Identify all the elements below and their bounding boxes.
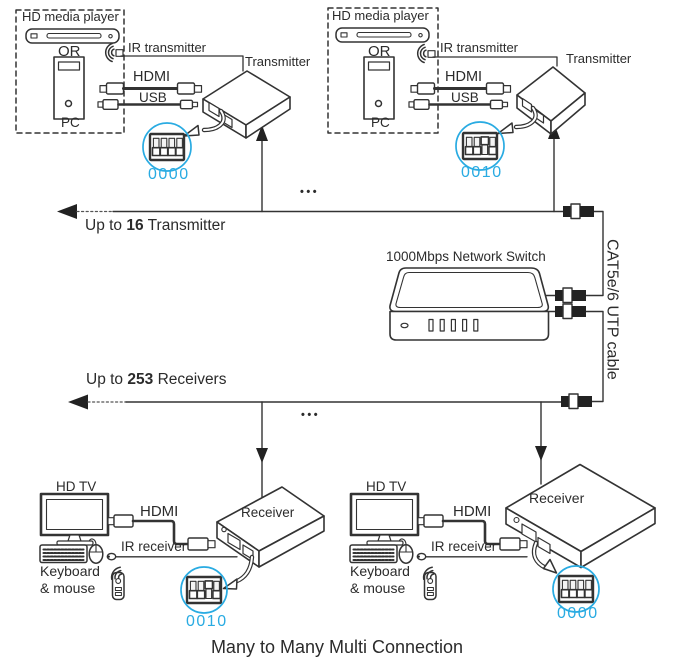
receiver-group-1	[39, 486, 325, 614]
ir-transmitter-icon	[416, 43, 436, 64]
diagram-caption: Many to Many Multi Connection	[210, 637, 464, 657]
left-arrowhead	[68, 394, 88, 410]
bus-suffix: Receivers	[157, 371, 227, 388]
label-receiver-device: Receiver	[529, 490, 585, 506]
curved-arrow	[497, 105, 538, 135]
usb-cable	[408, 98, 509, 110]
keyboard-icon	[349, 544, 398, 564]
label-hd-media-player: HD media player	[22, 9, 119, 24]
remote-control-icon	[110, 566, 125, 601]
down-arrowhead	[535, 446, 547, 461]
left-arrowhead	[57, 204, 77, 219]
label-transmitter-device: Transmitter	[566, 51, 632, 66]
up-arrowhead	[256, 125, 268, 141]
rj45-coupler	[555, 303, 586, 320]
bus-prefix: Up to	[86, 371, 124, 388]
curved-arrow	[222, 554, 255, 590]
curved-arrow	[183, 108, 226, 137]
utp-cable-label: CAT5e/6 UTP cable	[603, 238, 621, 380]
media-player-icon	[335, 27, 430, 43]
rj45-coupler	[561, 393, 592, 410]
label-ir-transmitter: IR transmitter	[440, 40, 519, 55]
dip-switch-icon	[142, 122, 192, 172]
transmitter-group-1	[15, 9, 291, 172]
hdmi-cable	[417, 514, 528, 551]
dip-switch-icon	[552, 565, 600, 613]
transmitter-group-2	[327, 7, 586, 171]
keyboard-icon	[39, 544, 88, 564]
dip-code: 0000	[148, 166, 190, 183]
mouse-icon	[398, 538, 414, 564]
rj45-coupler	[555, 287, 586, 304]
receiver-box-icon	[505, 463, 656, 569]
hdmi-cable	[99, 82, 203, 95]
usb-cable	[97, 98, 199, 110]
hdmi-cable	[107, 514, 216, 551]
receiver-bus	[68, 394, 562, 498]
dip-code: 0010	[461, 164, 503, 181]
dip-switch-icon	[455, 121, 505, 171]
ir-transmitter-icon	[104, 42, 124, 63]
source-dashed-box	[15, 9, 125, 134]
label-mouse: & mouse	[350, 580, 406, 596]
ellipsis-transmitters: •••	[300, 186, 320, 198]
source-dashed-box	[327, 7, 439, 134]
transmitter-bus-label: Up to 16 Transmitter	[85, 217, 225, 234]
label-hdmi: HDMI	[133, 69, 171, 85]
label-or: OR	[58, 43, 81, 60]
mouse-icon	[88, 538, 104, 564]
label-pc: PC	[61, 115, 80, 130]
label-usb: USB	[451, 90, 479, 105]
bus-count: 253	[127, 371, 154, 388]
down-arrowhead	[256, 448, 268, 463]
label-ir-receiver: IR receiver	[431, 539, 497, 554]
receiver-box-icon	[216, 486, 325, 568]
hdtv-icon	[39, 492, 110, 546]
network-switch-label: 1000Mbps Network Switch	[386, 249, 546, 264]
power-led	[400, 322, 409, 329]
label-hdmi: HDMI	[140, 503, 179, 520]
label-hd-tv: HD TV	[56, 479, 97, 494]
label-pc: PC	[371, 115, 390, 130]
label-keyboard: Keyboard	[40, 563, 100, 579]
label-transmitter-device: Transmitter	[245, 54, 311, 69]
rj45-coupler	[563, 203, 594, 220]
label-usb: USB	[139, 90, 167, 105]
receiver-bus-label: Up to 253 Receivers	[86, 371, 226, 388]
curved-arrow	[531, 540, 558, 574]
ir-cable	[120, 55, 244, 72]
ir-receiver-icon	[106, 552, 117, 561]
media-player-icon	[25, 28, 120, 44]
dip-switch-icon	[180, 566, 228, 614]
label-keyboard: Keyboard	[350, 563, 410, 579]
ir-cable	[432, 56, 558, 67]
label-hdmi: HDMI	[445, 69, 483, 85]
bus-suffix: Transmitter	[147, 217, 226, 234]
hdmi-cable	[410, 82, 512, 95]
label-receiver-device: Receiver	[241, 505, 295, 520]
bus-count: 16	[126, 217, 144, 234]
dip-code: 0000	[557, 605, 599, 622]
label-hdmi: HDMI	[453, 503, 492, 520]
label-ir-receiver: IR receiver	[121, 539, 187, 554]
pc-tower-icon	[53, 56, 85, 120]
label-hd-media-player: HD media player	[332, 8, 429, 23]
label-or: OR	[368, 43, 391, 60]
dip-code: 0010	[186, 613, 228, 630]
hdtv-icon	[349, 492, 420, 546]
pc-tower-icon	[363, 56, 395, 120]
label-hd-tv: HD TV	[366, 479, 407, 494]
remote-control-icon	[422, 566, 437, 601]
ellipsis-receivers: •••	[301, 409, 321, 421]
label-mouse: & mouse	[40, 580, 96, 596]
ir-receiver-icon	[416, 552, 427, 561]
label-ir-transmitter: IR transmitter	[128, 40, 207, 55]
receiver-group-2	[349, 463, 656, 613]
bus-prefix: Up to	[85, 217, 123, 234]
network-switch-icon	[389, 267, 550, 341]
